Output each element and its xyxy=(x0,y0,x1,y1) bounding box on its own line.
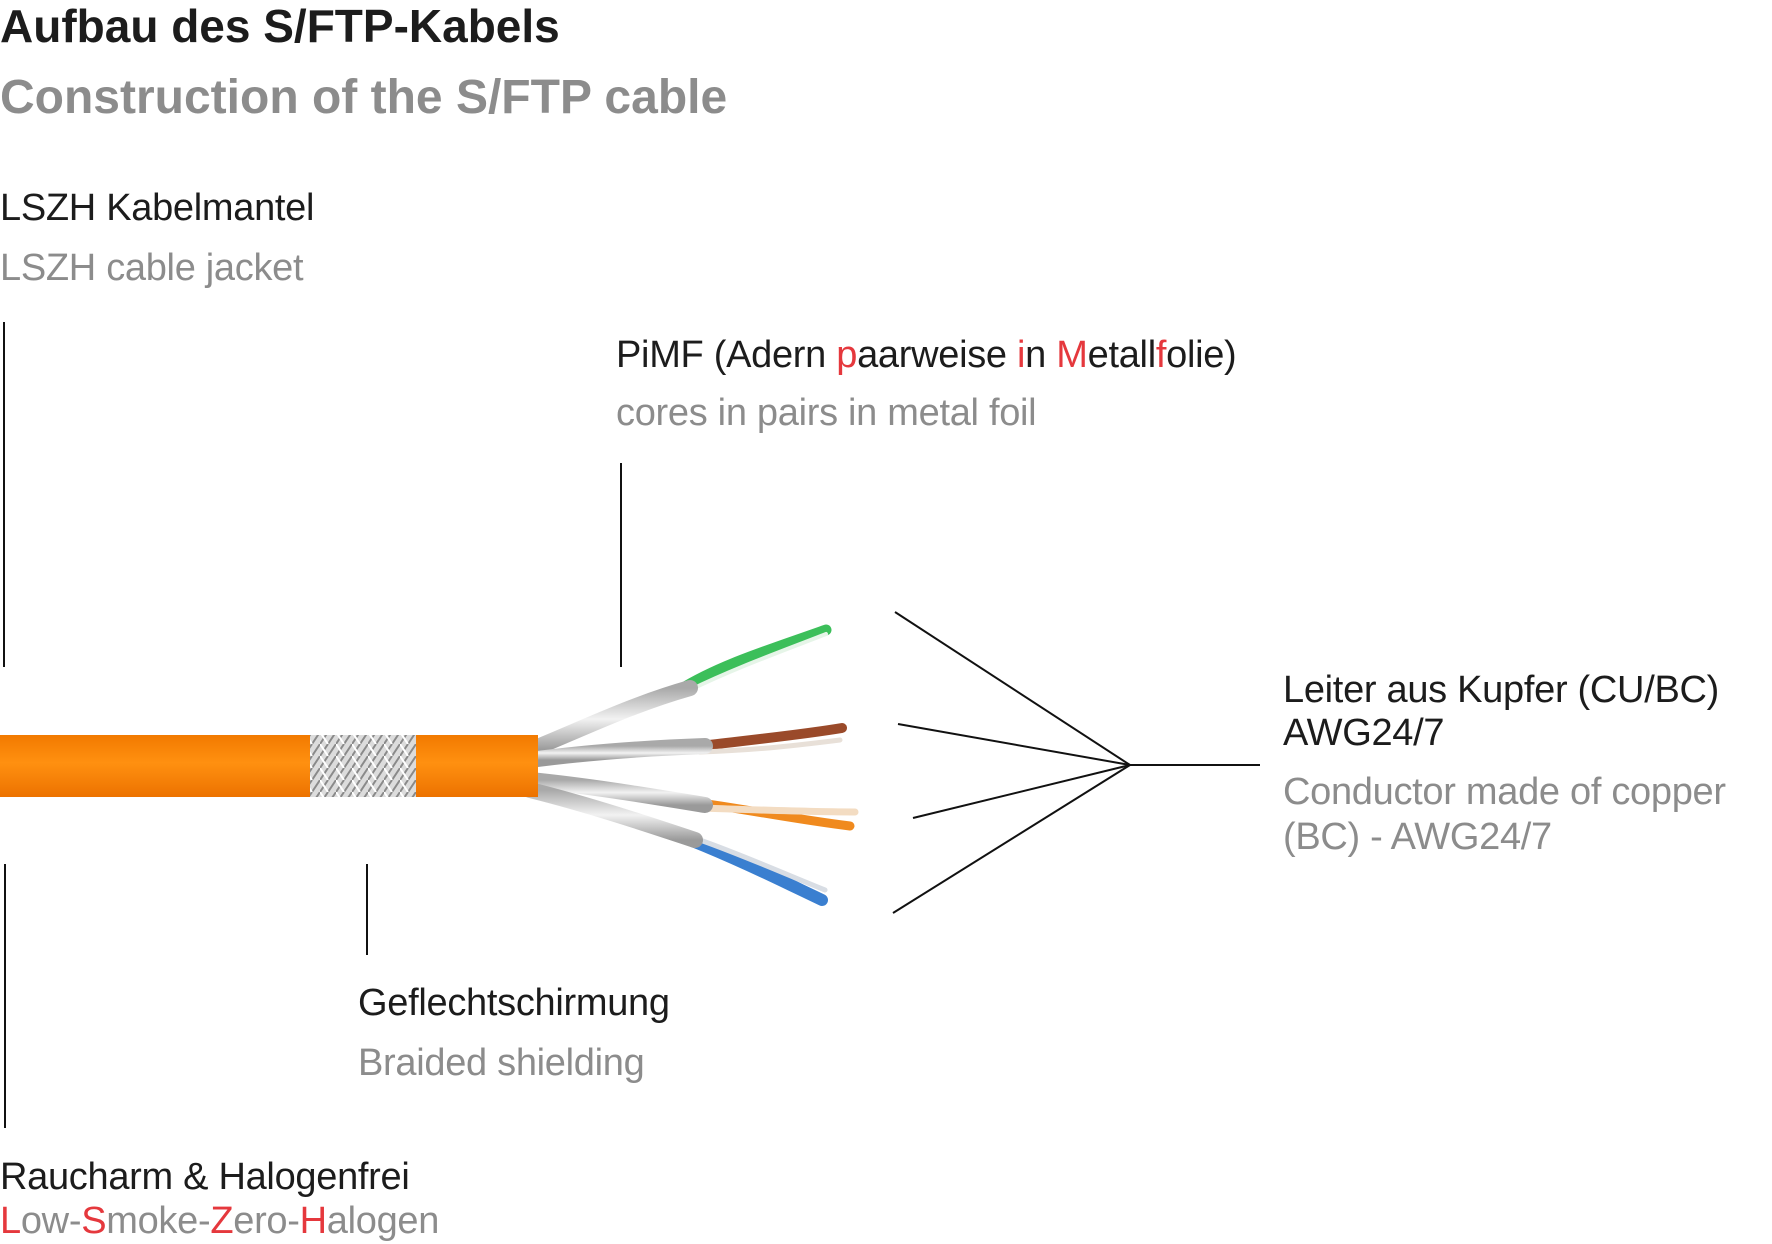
conductor-label-german-1: Leiter aus Kupfer (CU/BC) xyxy=(1283,669,1719,711)
conductor-label-english-1: Conductor made of copper xyxy=(1283,771,1726,813)
lszh-label-english: Low-Smoke-Zero-Halogen xyxy=(0,1200,440,1242)
leader-lines xyxy=(3,322,1260,1128)
cable-jacket xyxy=(0,735,312,797)
pimf-label-english: cores in pairs in metal foil xyxy=(616,392,1037,434)
braid-label-german: Geflechtschirmung xyxy=(358,982,670,1024)
foil-shield xyxy=(522,680,698,758)
title-english: Construction of the S/FTP cable xyxy=(0,71,728,124)
jacket-label-german: LSZH Kabelmantel xyxy=(0,187,315,229)
conductor-label-german-2: AWG24/7 xyxy=(1283,712,1445,754)
blue-pair xyxy=(684,834,828,906)
braided-shield xyxy=(310,735,418,797)
braid-label-english: Braided shielding xyxy=(358,1042,645,1084)
conductor-label-english-2: (BC) - AWG24/7 xyxy=(1283,816,1552,858)
wire-pairs xyxy=(522,624,859,906)
jacket-label-english: LSZH cable jacket xyxy=(0,247,304,289)
title-german: Aufbau des S/FTP-Kabels xyxy=(0,0,560,52)
green-pair xyxy=(674,624,832,696)
lszh-label-german: Raucharm & Halogenfrei xyxy=(0,1156,410,1198)
brown-pair xyxy=(695,723,847,751)
pimf-label-german: PiMF (Adern paarweise in Metallfolie) xyxy=(616,334,1237,376)
